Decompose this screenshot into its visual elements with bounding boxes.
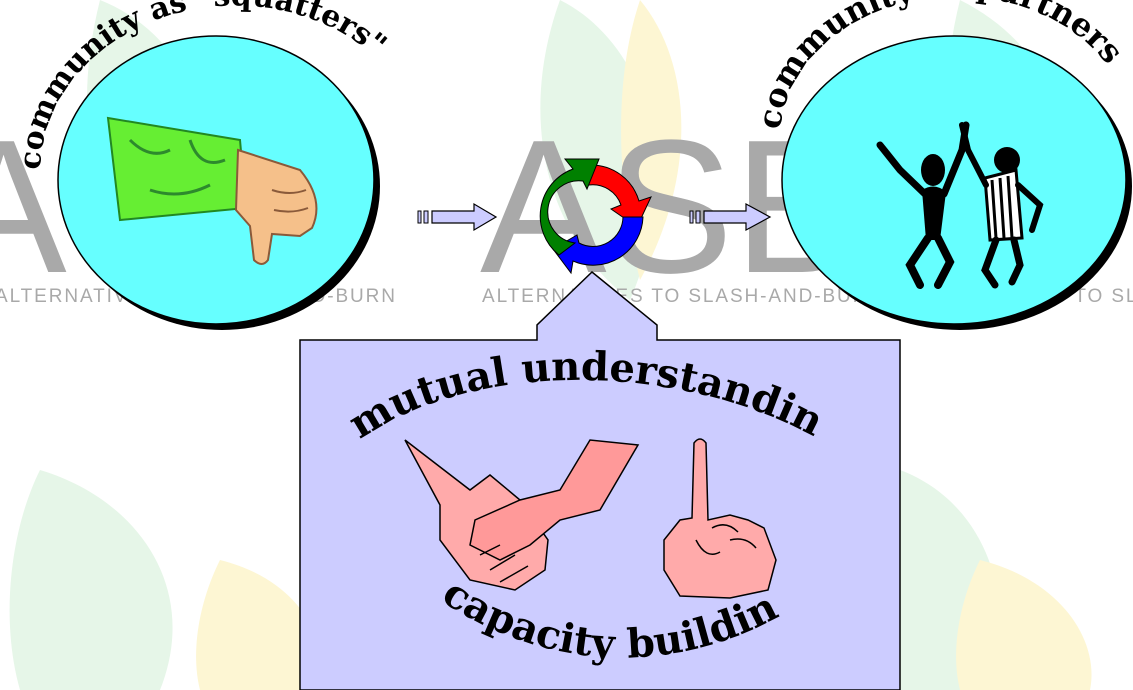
recycle-arrows-icon	[539, 158, 652, 275]
arrow-left-to-center	[417, 202, 498, 232]
arrow-center-to-right	[689, 202, 772, 232]
right-circle	[781, 35, 1132, 330]
raised-finger-icon	[663, 438, 777, 599]
dancing-people-icon	[876, 121, 1044, 289]
thumbs-down-icon	[106, 116, 318, 265]
handshake-icon	[404, 439, 640, 591]
